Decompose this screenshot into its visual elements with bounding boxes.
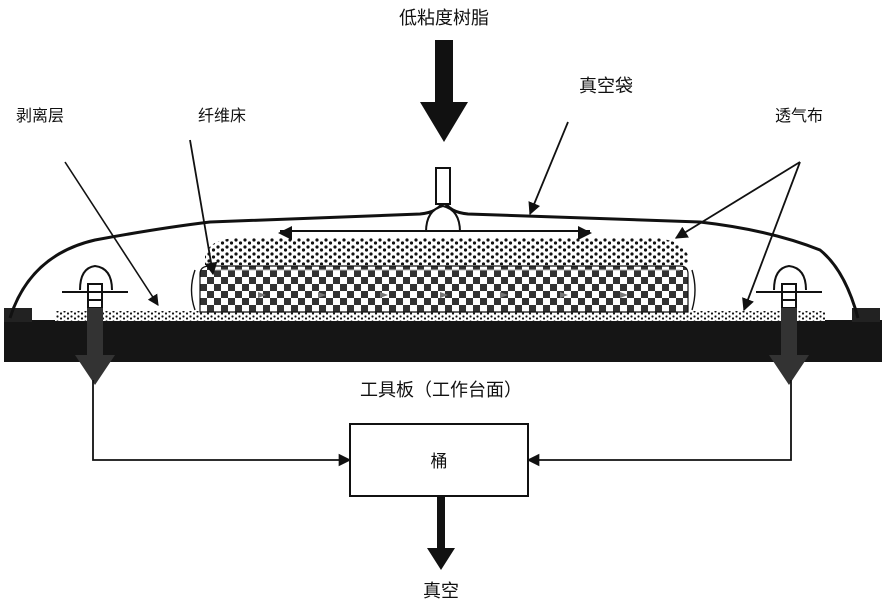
breather-top-layer <box>205 238 688 265</box>
tool-plate-right-block <box>852 308 880 322</box>
fiber-bed-label: 纤维床 <box>198 106 246 125</box>
tool-plate <box>4 320 882 362</box>
vacuum-bag-inner-edge <box>190 269 196 311</box>
vacuum-output-arrow <box>427 496 455 570</box>
vacuum-bag-label: 真空袋 <box>579 76 633 97</box>
resin-inlet-port <box>412 167 474 237</box>
vacuum-port-left <box>62 264 128 385</box>
vacuum-port-right <box>756 264 822 385</box>
tool-plate-left-block <box>4 308 32 322</box>
vacuum-line-left <box>92 380 352 467</box>
bucket-label: 桶 <box>431 452 448 472</box>
resin-distribution-arrow <box>278 226 592 240</box>
fiber-bed <box>199 265 689 313</box>
bucket-box <box>349 423 529 497</box>
resin-inflow-arrow <box>420 40 468 142</box>
breather-label: 透气布 <box>775 106 823 125</box>
vacuum-label: 真空 <box>423 581 459 602</box>
flow-arrows <box>258 292 628 298</box>
vacuum-line-right <box>526 380 792 467</box>
peel-ply-label: 剥离层 <box>16 106 64 125</box>
tool-plate-label: 工具板（工作台面） <box>360 380 522 401</box>
breather-leader-1 <box>674 161 801 239</box>
vacuum-bag-leader <box>528 121 569 216</box>
peel-ply-leader <box>64 161 159 306</box>
peel-ply-layer <box>55 311 825 321</box>
resin-label: 低粘度树脂 <box>399 8 489 29</box>
vacuum-bag-inner-edge-right <box>691 269 696 311</box>
fiber-bed-leader <box>189 139 218 276</box>
breather-leader-2 <box>742 161 801 312</box>
